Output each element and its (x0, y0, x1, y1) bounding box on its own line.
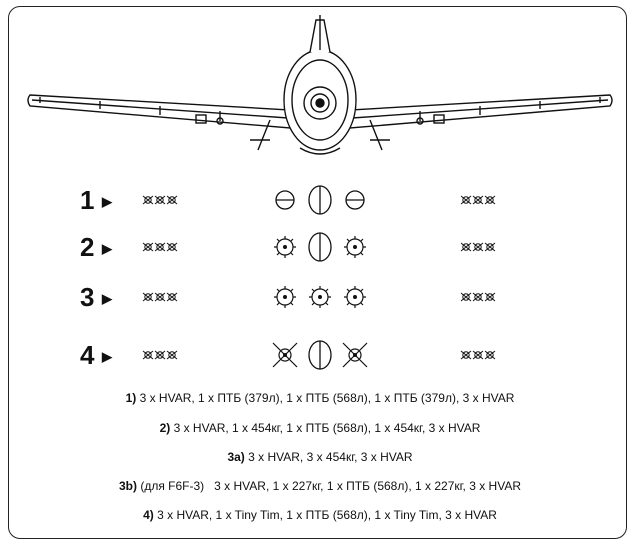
bomb-icon (273, 235, 297, 259)
drop-tank-small-icon (345, 190, 365, 210)
row-label-2: 2▶ (80, 234, 112, 262)
caption-label: 3b) (119, 479, 137, 493)
row-marker-icon: ▶ (102, 349, 112, 365)
hvar-rocket-cluster-icon (460, 350, 496, 360)
hvar-rocket-cluster-icon (142, 242, 178, 252)
caption-label: 4) (143, 508, 154, 522)
caption-3a: 3a) 3 x HVAR, 3 x 454кг, 3 x HVAR (0, 450, 640, 464)
diagram-frame (8, 6, 627, 539)
caption-label: 3a) (227, 450, 245, 464)
tiny-tim-rocket-icon (342, 342, 368, 368)
hvar-rocket-cluster-icon (142, 195, 178, 205)
drop-tank-large-icon (308, 185, 332, 215)
row-number: 3 (80, 282, 95, 312)
row-label-4: 4▶ (80, 342, 112, 370)
row-marker-icon: ▶ (102, 241, 112, 257)
hvar-rocket-cluster-icon (460, 195, 496, 205)
row-number: 4 (80, 340, 95, 370)
caption-text: 3 x HVAR, 1 x ПТБ (379л), 1 x ПТБ (568л)… (136, 391, 515, 405)
caption-text: 3 x HVAR, 3 x 454кг, 3 x HVAR (244, 450, 413, 464)
caption-3b: 3b) (для F6F-3) 3 x HVAR, 1 x 227кг, 1 x… (0, 479, 640, 493)
row-marker-icon: ▶ (102, 291, 112, 307)
caption-1: 1) 3 x HVAR, 1 x ПТБ (379л), 1 x ПТБ (56… (0, 391, 640, 405)
drop-tank-small-icon (275, 190, 295, 210)
drop-tank-large-icon (308, 232, 332, 262)
caption-text: 3 x HVAR, 1 x 454кг, 1 x ПТБ (568л), 1 x… (170, 421, 481, 435)
bomb-icon (343, 285, 367, 309)
bomb-icon (308, 285, 332, 309)
drop-tank-large-icon (308, 340, 332, 370)
row-label-3: 3▶ (80, 284, 112, 312)
caption-label: 1) (125, 391, 137, 405)
hvar-rocket-cluster-icon (460, 292, 496, 302)
hvar-rocket-cluster-icon (460, 242, 496, 252)
caption-2: 2) 3 x HVAR, 1 x 454кг, 1 x ПТБ (568л), … (0, 421, 640, 435)
row-marker-icon: ▶ (102, 194, 112, 210)
bomb-icon (343, 235, 367, 259)
tiny-tim-rocket-icon (272, 342, 298, 368)
hvar-rocket-cluster-icon (142, 292, 178, 302)
caption-text: 3 x HVAR, 1 x Tiny Tim, 1 x ПТБ (568л), … (153, 508, 497, 522)
row-number: 2 (80, 232, 95, 262)
row-number: 1 (80, 185, 95, 215)
caption-4: 4) 3 x HVAR, 1 x Tiny Tim, 1 x ПТБ (568л… (0, 508, 640, 522)
row-label-1: 1▶ (80, 187, 112, 215)
bomb-icon (273, 285, 297, 309)
caption-label: 2) (159, 421, 171, 435)
hvar-rocket-cluster-icon (142, 350, 178, 360)
caption-text: (для F6F-3) 3 x HVAR, 1 x 227кг, 1 x ПТБ… (137, 479, 521, 493)
